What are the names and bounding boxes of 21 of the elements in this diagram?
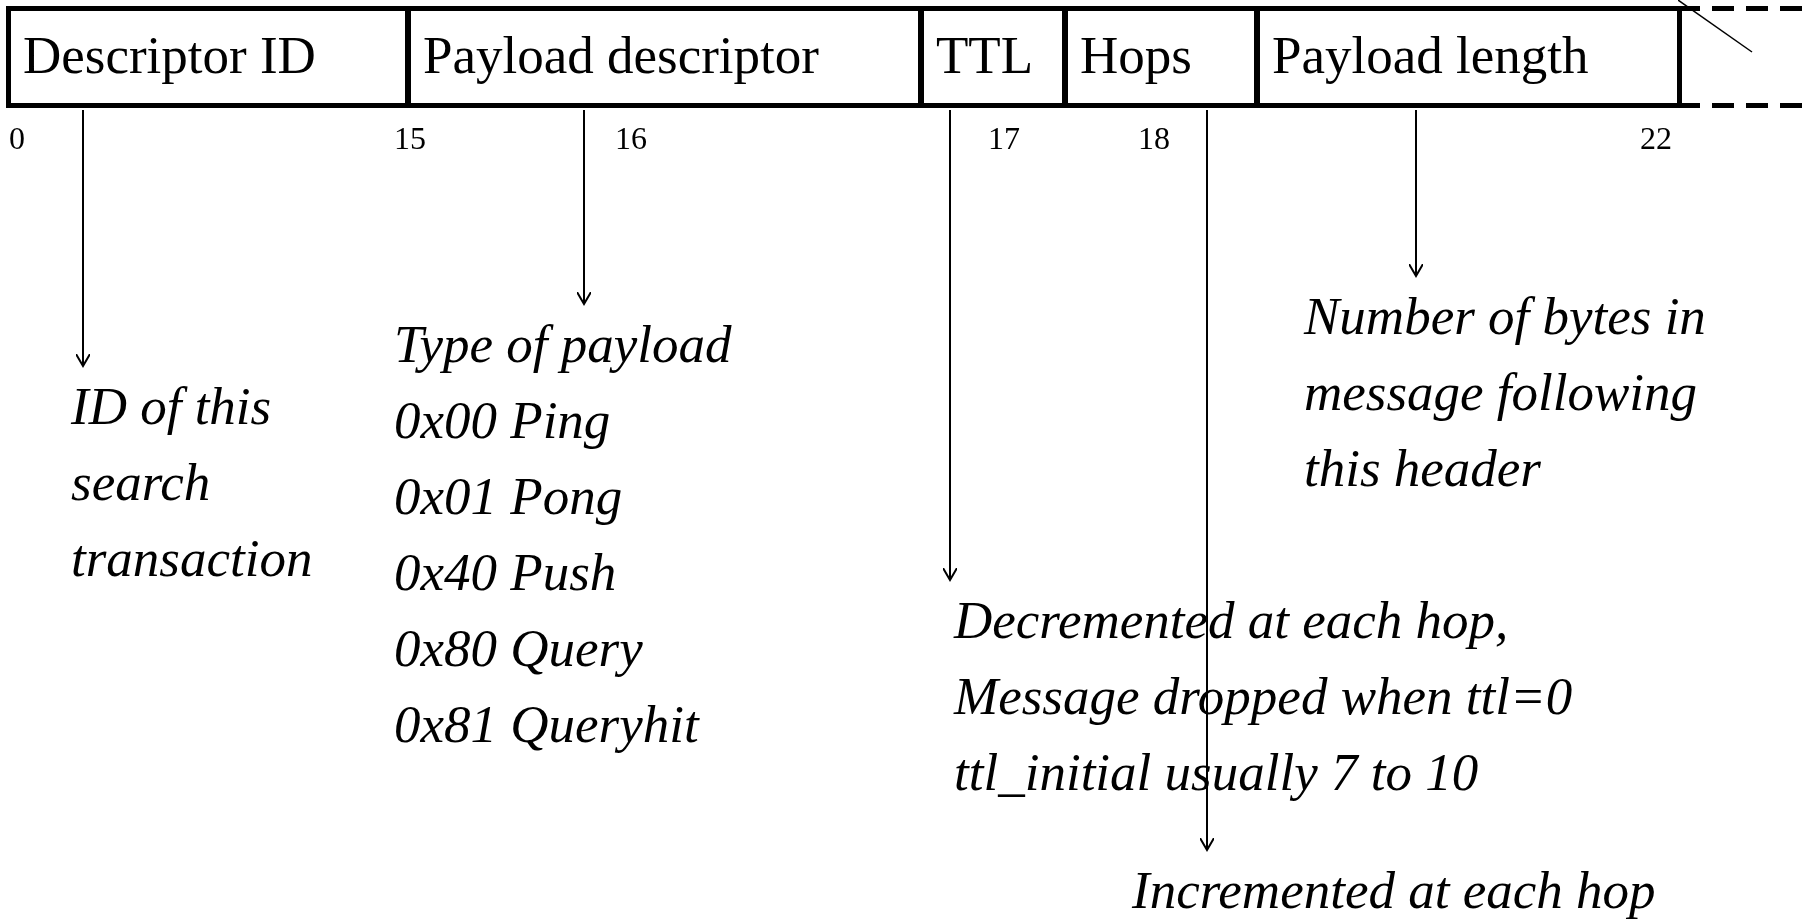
description-line: 0x00 Ping — [394, 390, 612, 451]
arrow — [1408, 109, 1424, 277]
byte-offset: 17 — [988, 122, 1020, 154]
field-description: Number of bytes in message following this header — [1304, 278, 1744, 506]
byte-offset: 15 — [394, 122, 426, 154]
field-description: ID of this search transaction — [71, 368, 371, 596]
byte-offset: 0 — [9, 122, 25, 154]
byte-offset: 22 — [1640, 122, 1672, 154]
description-line: 0x80 Query — [394, 618, 644, 679]
description-line: 0x40 Push — [394, 542, 618, 603]
description-line: 0x81 Queryhit — [394, 694, 701, 755]
arrow — [576, 109, 592, 305]
arrow — [1199, 109, 1215, 851]
arrow — [75, 109, 91, 367]
arrow — [942, 109, 958, 581]
description-line: Type of payload — [394, 314, 732, 375]
description-line: 0x01 Pong — [394, 466, 624, 527]
truncated-field — [1678, 0, 1802, 110]
field-description: Incremented at each hop — [1132, 852, 1656, 921]
byte-offset: 16 — [615, 122, 647, 154]
byte-offset: 18 — [1138, 122, 1170, 154]
